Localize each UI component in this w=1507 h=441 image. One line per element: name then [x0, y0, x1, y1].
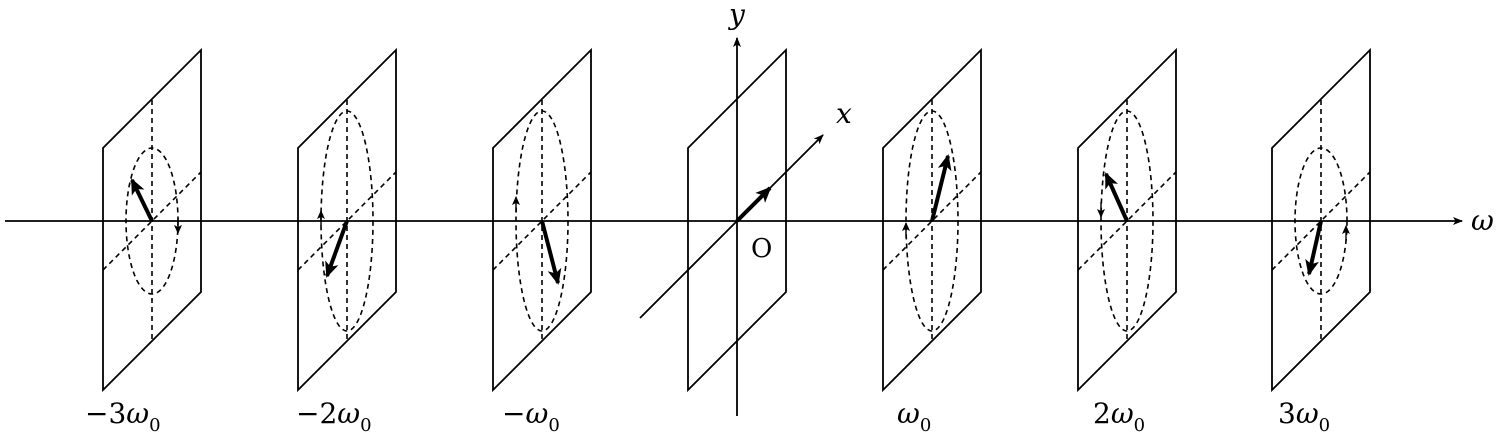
- rotating-vector: [1104, 172, 1129, 222]
- frequency-label: 3ω0: [1278, 397, 1330, 436]
- svg-text:−2ω0: −2ω0: [296, 397, 372, 436]
- svg-text:−ω0: −ω0: [502, 397, 560, 436]
- frame-2w0: 2ω0: [1077, 47, 1177, 436]
- frequency-label: −ω0: [502, 397, 560, 436]
- rotation-ellipse: [905, 110, 959, 332]
- x-axis-label: x: [836, 97, 852, 130]
- origin-vector: [735, 186, 772, 223]
- rotation-ellipse: [515, 110, 569, 332]
- rotating-vector: [930, 154, 952, 222]
- y-axis-label: y: [727, 0, 746, 31]
- frame-plane: [492, 47, 592, 393]
- rotating-vector: [130, 178, 154, 222]
- rotating-vector: [540, 220, 562, 285]
- frame-minus-2w0: −2ω0: [296, 47, 397, 436]
- rotation-ellipse: [1100, 110, 1154, 332]
- frame-minus-3w0: −3ω0: [85, 47, 202, 436]
- frequency-label: ω0: [897, 397, 931, 436]
- omega-axis-label: ω: [1471, 204, 1494, 237]
- center-plane: [687, 47, 787, 393]
- frame-plane: [882, 47, 982, 393]
- rotation-ellipse: [1294, 147, 1348, 295]
- frame-minus-w0: −ω0: [492, 47, 592, 436]
- frame-w0: ω0: [882, 47, 982, 436]
- rotating-vector: [325, 220, 349, 278]
- origin-label: O: [751, 234, 772, 264]
- frame-plane: [1271, 47, 1371, 393]
- frequency-label: −3ω0: [85, 397, 161, 436]
- svg-text:ω0: ω0: [897, 397, 931, 436]
- x-axis: [639, 134, 824, 319]
- rotating-vector: [1305, 220, 1323, 276]
- svg-text:2ω0: 2ω0: [1093, 397, 1145, 436]
- svg-text:3ω0: 3ω0: [1278, 397, 1330, 436]
- center-frame: y x O: [639, 0, 852, 416]
- frequency-label: −2ω0: [296, 397, 372, 436]
- frame-3w0: 3ω0: [1271, 47, 1371, 436]
- frame-plane: [1077, 47, 1177, 393]
- svg-text:−3ω0: −3ω0: [85, 397, 161, 436]
- frame-plane: [102, 47, 202, 393]
- frame-plane: [297, 47, 397, 393]
- frequency-label: 2ω0: [1093, 397, 1145, 436]
